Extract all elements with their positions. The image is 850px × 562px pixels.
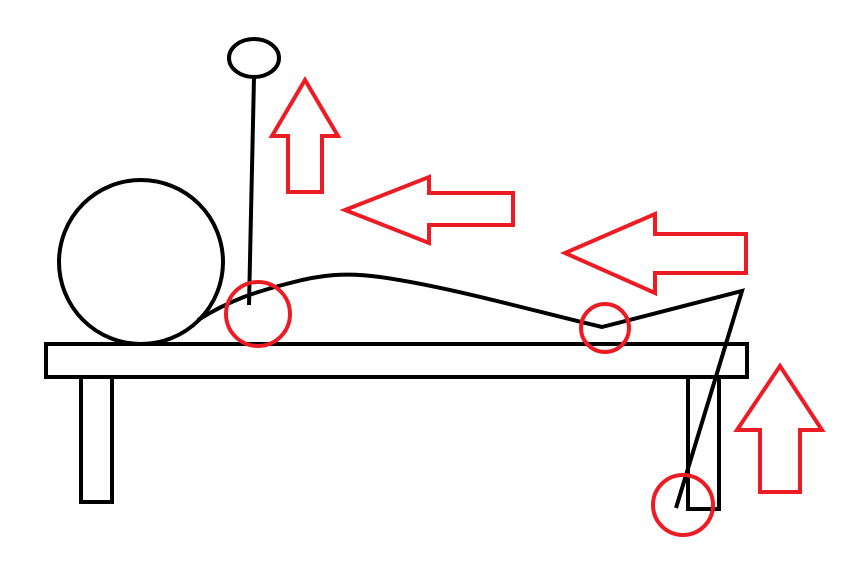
arrow-up-left-icon bbox=[268, 76, 342, 194]
pole-head bbox=[227, 37, 281, 79]
table-leg-left bbox=[79, 375, 114, 504]
highlight-circle-foot-right bbox=[651, 473, 715, 537]
arrow-left-top-icon bbox=[339, 174, 515, 246]
arrow-left-bottom-icon bbox=[560, 210, 748, 297]
ball bbox=[57, 178, 225, 346]
table-top bbox=[44, 342, 749, 379]
arrow-up-right-icon bbox=[733, 362, 826, 494]
body-line bbox=[196, 272, 745, 509]
highlight-circle-joint-middle bbox=[579, 302, 631, 354]
highlight-circle-joint-left bbox=[224, 280, 292, 348]
highlight-group bbox=[224, 76, 826, 537]
table-leg-right bbox=[686, 375, 721, 511]
pole-line bbox=[247, 76, 256, 306]
figure-group bbox=[44, 37, 749, 511]
